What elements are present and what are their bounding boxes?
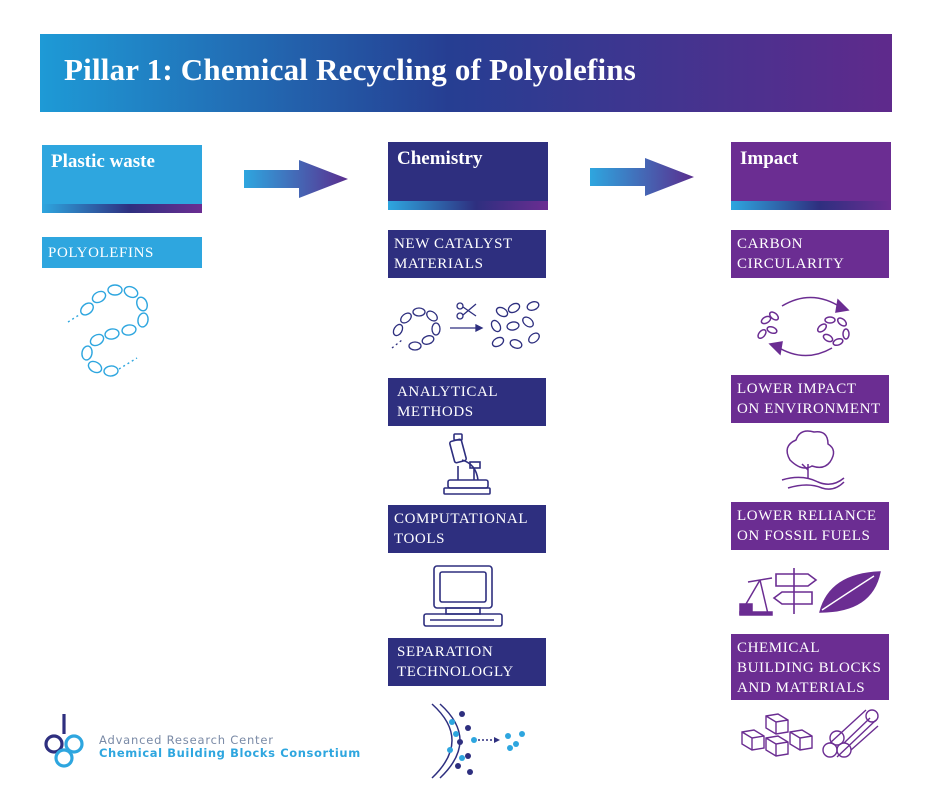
label-line: ANALYTICAL <box>397 384 499 400</box>
logo-text-line1: Advanced Research Center <box>99 733 274 747</box>
label-line: AND MATERIALS <box>737 680 866 696</box>
heading-chemistry: Chemistry <box>388 142 548 210</box>
label-line: LOWER IMPACT <box>737 381 857 397</box>
heading-chemistry-label: Chemistry <box>397 148 483 169</box>
heading-impact: Impact <box>731 142 891 210</box>
label-lower-impact-environment: LOWER IMPACT ON ENVIRONMENT <box>731 375 889 423</box>
separation-membrane-icon <box>431 703 525 779</box>
label-line: MATERIALS <box>394 256 484 272</box>
circular-arrows-icon <box>757 296 850 357</box>
computer-icon <box>423 565 503 627</box>
label-line: CHEMICAL <box>737 640 821 656</box>
label-line: CIRCULARITY <box>737 256 845 272</box>
title-banner <box>40 34 892 112</box>
signpost-icon <box>772 568 818 614</box>
label-line: CARBON <box>737 236 804 252</box>
label-line: METHODS <box>397 404 474 420</box>
label-analytical-methods: ANALYTICAL METHODS <box>388 378 546 426</box>
page-title: Pillar 1: Chemical Recycling of Polyolef… <box>64 52 636 87</box>
heading-underline <box>42 204 202 213</box>
pipes-icon <box>822 709 879 758</box>
cubes-icon <box>741 713 813 757</box>
polymer-chain-icon <box>67 284 149 377</box>
label-carbon-circularity: CARBON CIRCULARITY <box>731 230 889 278</box>
arc-cbbc-logo-icon <box>44 714 84 768</box>
label-separation-technology: SEPARATION TECHNOLOGLY <box>388 638 546 686</box>
label-polyolefins: POLYOLEFINS <box>42 237 202 268</box>
label-line: TOOLS <box>394 531 446 547</box>
flow-arrow-icon <box>590 158 694 196</box>
heading-impact-label: Impact <box>740 148 799 169</box>
label-line: ON FOSSIL FUELS <box>737 528 871 544</box>
label-new-catalyst-materials: NEW CATALYST MATERIALS <box>388 230 546 278</box>
label-line: NEW CATALYST <box>394 236 513 252</box>
label-line: COMPUTATIONAL <box>394 511 529 527</box>
oil-pump-icon <box>739 577 773 616</box>
label-line: ON ENVIRONMENT <box>737 401 881 417</box>
heading-plastic-waste-label: Plastic waste <box>51 151 155 172</box>
label-line: SEPARATION <box>397 644 494 660</box>
label-line: TECHNOLOGLY <box>397 664 514 680</box>
label-computational-tools: COMPUTATIONAL TOOLS <box>388 505 546 553</box>
leaf-icon <box>819 571 881 613</box>
label-lower-reliance-fossil-fuels: LOWER RELIANCE ON FOSSIL FUELS <box>731 502 889 550</box>
label-line: LOWER RELIANCE <box>737 508 877 524</box>
label-chemical-building-blocks: CHEMICAL BUILDING BLOCKS AND MATERIALS <box>731 634 889 700</box>
microscope-icon <box>443 433 491 495</box>
catalyst-scissors-icon <box>391 301 540 351</box>
heading-underline <box>731 201 891 210</box>
logo-text-line2: Chemical Building Blocks Consortium <box>99 746 361 760</box>
flow-arrow-icon <box>244 160 348 198</box>
tree-icon <box>781 430 845 490</box>
heading-plastic-waste: Plastic waste <box>42 145 202 213</box>
heading-underline <box>388 201 548 210</box>
label-line: BUILDING BLOCKS <box>737 660 882 676</box>
